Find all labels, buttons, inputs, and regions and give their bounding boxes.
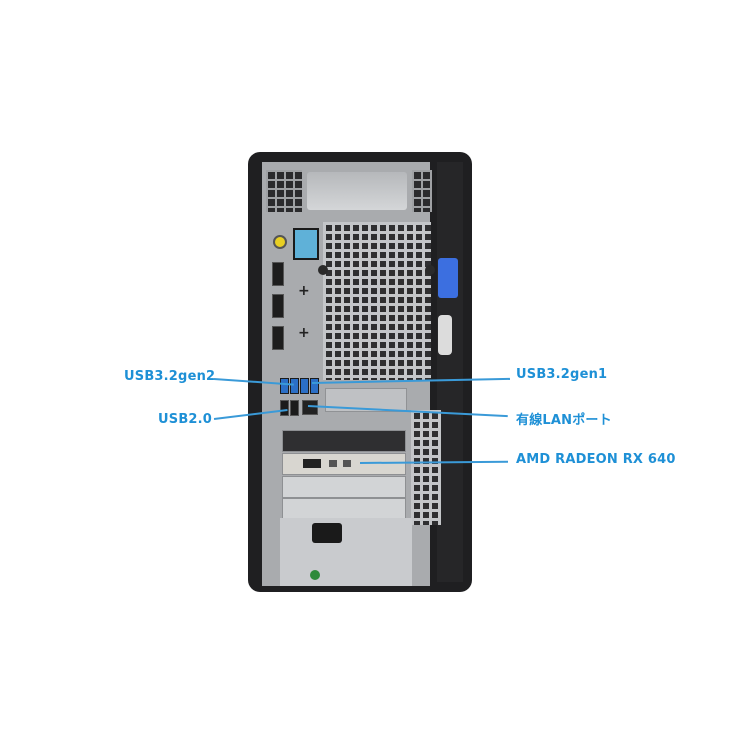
label-usb20: USB2.0 (158, 412, 213, 427)
displayport-1 (272, 262, 284, 286)
gpu-displayport (303, 459, 321, 468)
knockout-plus-1: + (298, 283, 310, 299)
lock-loop (438, 315, 452, 355)
fan-screw-right (425, 265, 435, 275)
vertical-slot-vent (411, 410, 441, 525)
os-sticker (293, 228, 319, 260)
gpu-mini-dp-1 (329, 460, 337, 467)
psu-test-button (310, 570, 320, 580)
expansion-slot-1 (282, 430, 406, 452)
displayport-3 (272, 326, 284, 350)
displayport-2 (272, 294, 284, 318)
expansion-slot-3 (282, 476, 406, 498)
top-left-vent (266, 170, 302, 212)
gpu-mini-dp-2 (343, 460, 351, 467)
audio-jack (273, 235, 287, 249)
label-lan: 有線LANポート (516, 413, 612, 428)
power-inlet (312, 523, 342, 543)
fan-screw-left (318, 265, 328, 275)
usb20-port-2 (290, 400, 299, 416)
expansion-slot-4 (282, 498, 406, 520)
top-right-vent (412, 170, 432, 212)
label-usb32gen2: USB3.2gen2 (124, 369, 216, 384)
usb32gen1-port-1 (300, 378, 309, 394)
lan-port (302, 400, 318, 415)
knockout-plus-2: + (298, 325, 310, 341)
usb32gen1-port-2 (310, 378, 319, 394)
fan-grille (323, 222, 431, 380)
label-gpu: AMD RADEON RX 640 (516, 452, 676, 467)
side-panel (437, 162, 463, 582)
label-usb32gen1: USB3.2gen1 (516, 367, 608, 382)
usb32gen2-port-2 (290, 378, 299, 394)
usb20-port-1 (280, 400, 289, 416)
carry-handle (307, 172, 407, 210)
psu-grille (280, 518, 412, 586)
gpu-bracket (282, 453, 406, 475)
blue-latch (438, 258, 458, 298)
usb32gen2-port-1 (280, 378, 289, 394)
